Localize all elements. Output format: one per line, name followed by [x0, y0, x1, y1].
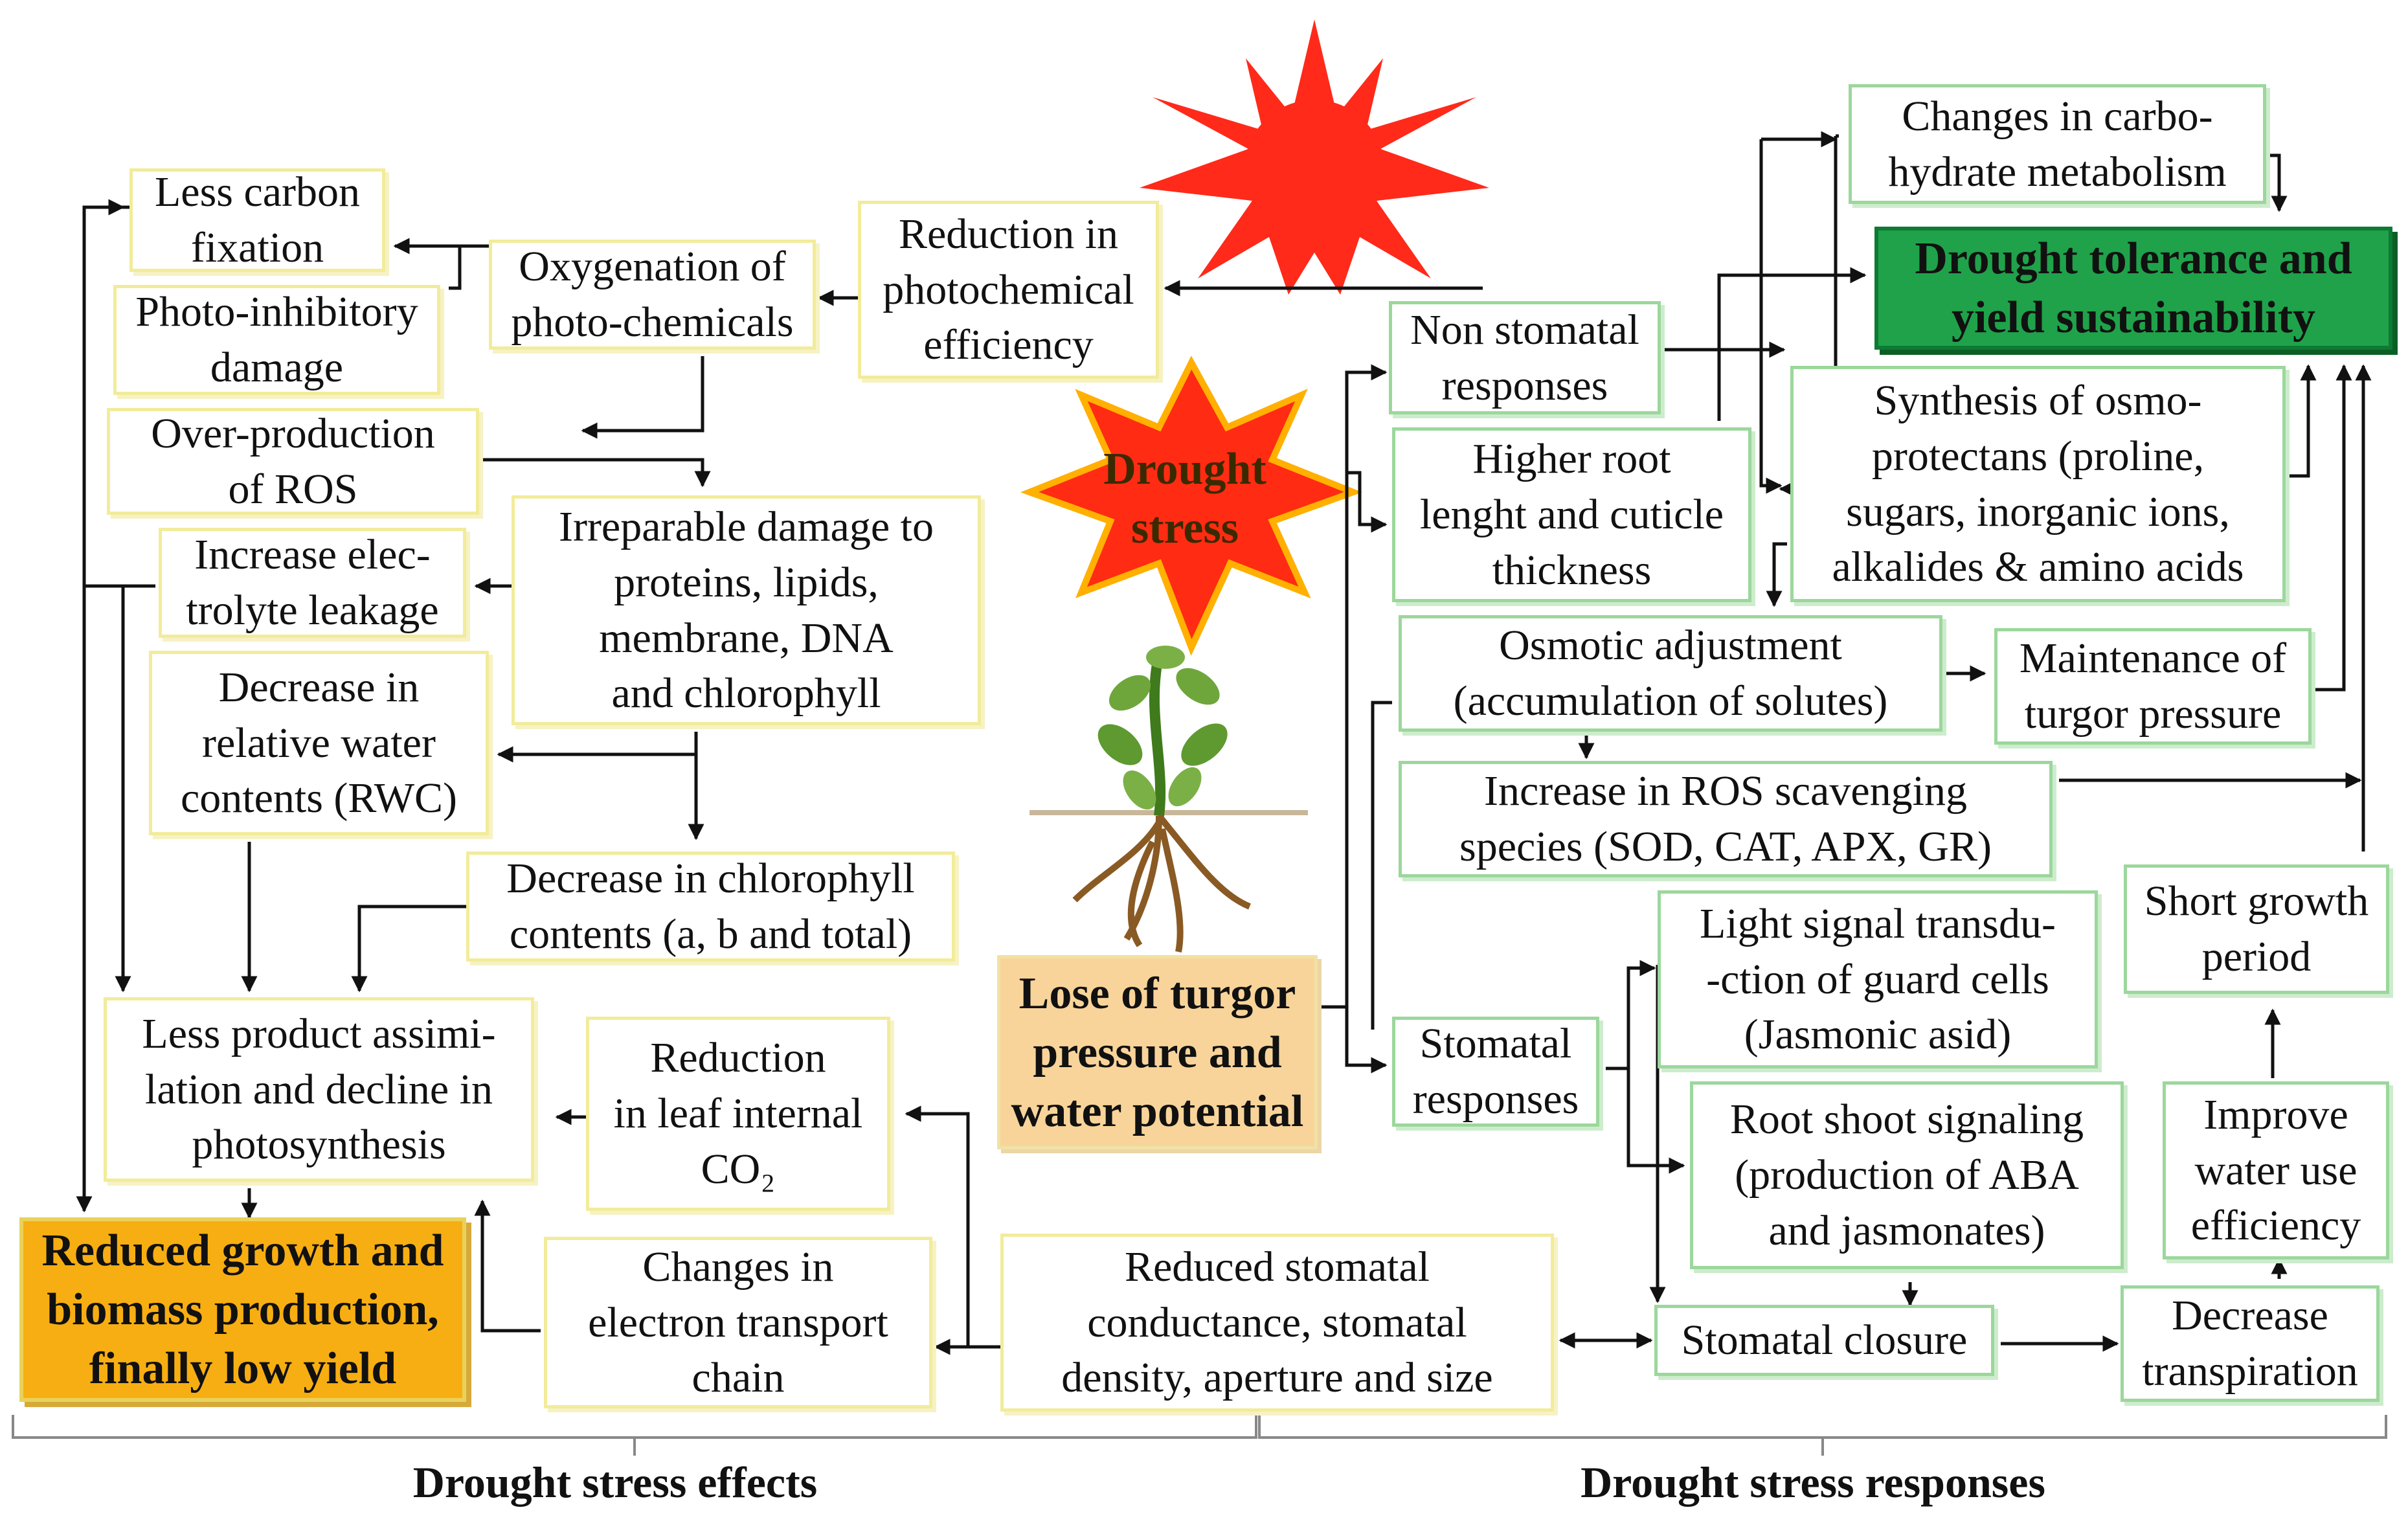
box-ros-scavenging: Increase in ROS scavenging species (SOD,…	[1399, 761, 2053, 877]
box-decrease-transpiration: Decrease transpiration	[2121, 1285, 2380, 1402]
box-osmotic-adjustment: Osmotic adjustment (accumulation of solu…	[1399, 615, 1942, 732]
box-label: Lose of turgor pressure and water potent…	[1011, 968, 1304, 1136]
box-reduced-stomatal-conductance: Reduced stomatal conductance, stomatal d…	[1000, 1234, 1554, 1412]
box-stomatal-closure: Stomatal closure	[1654, 1305, 1994, 1376]
box-decrease-chlorophyll: Decrease in chlorophyll contents (a, b a…	[466, 852, 955, 962]
box-overproduction-ros: Over-production of ROS	[107, 408, 479, 515]
box-label: Photo-inhibitory damage	[135, 288, 418, 391]
title-text: Drought stress	[1103, 444, 1266, 553]
box-label: Decrease in chlorophyll contents (a, b a…	[506, 855, 915, 958]
box-reduced-growth: Reduced growth and biomass production, f…	[19, 1217, 466, 1402]
box-label: Improve water use efficiency	[2190, 1090, 2361, 1250]
box-label: Drought tolerance and yield sustainabili…	[1915, 234, 2352, 343]
box-less-product-assimilation: Less product assimi- lation and decline …	[104, 997, 534, 1182]
box-label: Irreparable damage to proteins, lipids, …	[559, 502, 934, 717]
sun-icon	[1140, 19, 1489, 295]
box-label: Maintenance of turgor pressure	[2019, 635, 2287, 738]
footer-responses-label: Drought stress responses	[1581, 1458, 2045, 1507]
box-label: Increase elec- trolyte leakage	[186, 531, 439, 634]
box-label: Light signal transdu- -ction of guard ce…	[1700, 899, 2056, 1059]
box-label: Increase in ROS scavenging species (SOD,…	[1459, 767, 1992, 870]
box-label: Short growth period	[2144, 877, 2369, 980]
box-decrease-rwc: Decrease in relative water contents (RWC…	[149, 651, 489, 835]
box-label: Oxygenation of photo-chemicals	[511, 243, 794, 346]
box-oxygenation: Oxygenation of photo-chemicals	[489, 240, 816, 350]
box-less-carbon-fixation: Less carbon fixation	[129, 168, 385, 272]
box-label: Changes in electron transport chain	[588, 1243, 888, 1402]
box-non-stomatal-responses: Non stomatal responses	[1389, 301, 1661, 414]
box-drought-tolerance: Drought tolerance and yield sustainabili…	[1874, 227, 2392, 350]
box-label: Reduction in photochemical efficiency	[883, 210, 1134, 369]
drought-stress-title: Drought stress	[1068, 440, 1301, 557]
box-improve-water-use: Improve water use efficiency	[2163, 1081, 2389, 1259]
box-label: Osmotic adjustment (accumulation of solu…	[1453, 622, 1888, 725]
box-electrolyte-leakage: Increase elec- trolyte leakage	[159, 528, 466, 638]
box-label: Over-production of ROS	[151, 409, 435, 513]
box-label: Reduced stomatal conductance, stomatal d…	[1061, 1243, 1493, 1402]
box-maintenance-turgor: Maintenance of turgor pressure	[1994, 628, 2312, 745]
box-irreparable-damage: Irreparable damage to proteins, lipids, …	[512, 495, 981, 725]
box-reduction-photochemical: Reduction in photochemical efficiency	[858, 201, 1159, 379]
box-stomatal-responses: Stomatal responses	[1392, 1017, 1599, 1127]
box-label: Root shoot signaling (production of ABA …	[1729, 1096, 2084, 1254]
box-carbohydrate-metabolism: Changes in carbo- hydrate metabolism	[1849, 84, 2266, 204]
box-label: Less product assimi- lation and decline …	[142, 1010, 496, 1169]
box-osmoprotectans: Synthesis of osmo- protectans (proline, …	[1790, 366, 2286, 602]
box-short-growth-period: Short growth period	[2124, 864, 2389, 994]
box-label: Non stomatal responses	[1410, 306, 1639, 409]
footer-braces	[12, 1415, 2387, 1456]
box-label: Less carbon fixation	[154, 168, 361, 271]
box-lose-turgor: Lose of turgor pressure and water potent…	[997, 955, 1318, 1149]
box-label: Higher root lenght and cuticle thickness	[1419, 435, 1724, 594]
box-label: Decrease transpiration	[2142, 1292, 2358, 1395]
box-leaf-internal-co2: Reduction in leaf internal CO₂	[586, 1017, 890, 1211]
box-photo-inhibitory-damage: Photo-inhibitory damage	[113, 285, 440, 395]
box-higher-root-length: Higher root lenght and cuticle thickness	[1392, 427, 1751, 602]
box-label: Stomatal closure	[1681, 1316, 1968, 1364]
box-root-shoot-signaling: Root shoot signaling (production of ABA …	[1690, 1081, 2124, 1269]
box-light-signal: Light signal transdu- -ction of guard ce…	[1658, 890, 2098, 1068]
box-label: Decrease in relative water contents (RWC…	[180, 663, 458, 822]
wilted-plant-icon	[1030, 646, 1308, 953]
box-label: Reduction in leaf internal CO₂	[613, 1034, 863, 1193]
box-label: Synthesis of osmo- protectans (proline, …	[1832, 376, 2244, 591]
footer-effects-label: Drought stress effects	[412, 1458, 818, 1507]
box-label: Changes in carbo- hydrate metabolism	[1888, 92, 2227, 196]
box-label: Stomatal responses	[1412, 1020, 1579, 1123]
box-label: Reduced growth and biomass production, f…	[41, 1226, 444, 1393]
drought-burst-icon	[1020, 355, 1363, 656]
box-electron-transport: Changes in electron transport chain	[544, 1237, 932, 1408]
